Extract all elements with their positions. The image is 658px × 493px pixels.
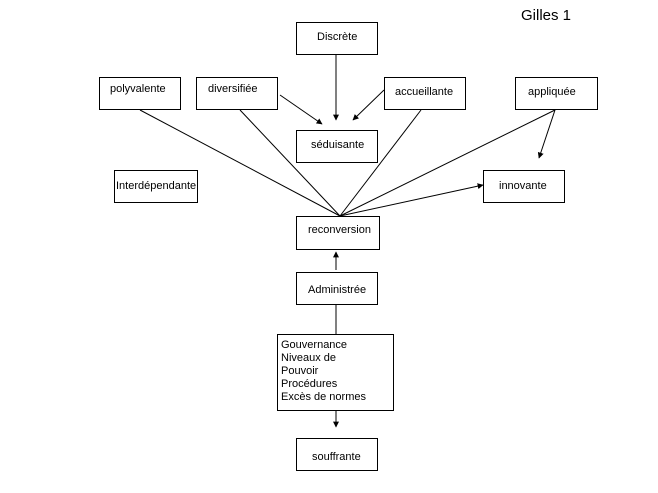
- node-reconversion: reconversion: [296, 216, 380, 250]
- node-reconversion-label: reconversion: [308, 224, 371, 236]
- node-accueillante-label: accueillante: [395, 86, 454, 98]
- node-innovante: innovante: [483, 170, 565, 203]
- node-appliquee: appliquée: [515, 77, 598, 110]
- node-gouvernance: Gouvernance Niveaux de Pouvoir Procédure…: [277, 334, 394, 411]
- node-gouvernance-line-3: Pouvoir: [281, 365, 319, 377]
- node-discrete: Discrète: [296, 22, 378, 55]
- node-souffrante: souffrante: [296, 438, 378, 471]
- node-seduisante: séduisante: [296, 130, 378, 163]
- node-administree-label: Administrée: [308, 284, 367, 296]
- node-innovante-label: innovante: [499, 180, 547, 192]
- edge-polyvalente-reconversion: [139, 109, 341, 217]
- node-discrete-label: Discrète: [317, 31, 358, 43]
- edge-accueillante-seduisante: [352, 89, 385, 121]
- edge-reconversion-innovante: [339, 183, 484, 217]
- edge-diversifiee-seduisante: [279, 94, 323, 125]
- edge-diversifiee-reconversion: [239, 109, 341, 217]
- node-diversifiee: diversifiée: [196, 77, 278, 110]
- node-souffrante-label: souffrante: [312, 451, 361, 463]
- node-seduisante-label: séduisante: [311, 139, 365, 151]
- edge-appliquee-reconversion: [339, 109, 556, 217]
- node-accueillante: accueillante: [384, 77, 466, 110]
- node-gouvernance-line-4: Procédures: [281, 378, 338, 390]
- diagram-title: Gilles 1: [521, 7, 572, 24]
- node-interdependante: Interdépendante: [114, 170, 198, 203]
- node-appliquee-label: appliquée: [528, 86, 576, 98]
- node-diversifiee-label: diversifiée: [208, 83, 258, 95]
- edge-appliquee-innovante: [537, 109, 556, 159]
- node-polyvalente-label: polyvalente: [110, 83, 166, 95]
- node-administree: Administrée: [296, 272, 378, 305]
- node-gouvernance-line-5: Excès de normes: [281, 391, 366, 403]
- node-gouvernance-line-2: Niveaux de: [281, 352, 337, 364]
- node-gouvernance-line-1: Gouvernance: [281, 339, 348, 351]
- node-interdependante-label: Interdépendante: [116, 180, 197, 192]
- node-polyvalente: polyvalente: [99, 77, 181, 110]
- edge-accueillante-reconversion: [339, 109, 422, 217]
